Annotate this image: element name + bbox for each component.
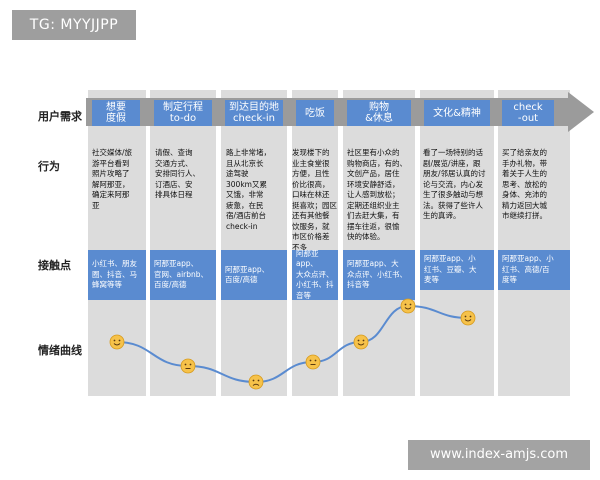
touchpoint-2: 阿那亚app、 官网、airbnb、 百度/高德 (150, 250, 216, 300)
stage-2: 制定行程 to-do (154, 100, 212, 126)
stage-3: 到达目的地 check-in (225, 100, 283, 126)
column-bg-4 (292, 90, 338, 396)
emotion-face-4-icon (305, 354, 321, 370)
behavior-1: 社交媒体/旅 游平台看到 照片攻略了 解阿那亚， 确定来阿那 亚 (92, 148, 133, 210)
touchpoint-5: 阿那亚app、大 众点评、小红书、 抖音等 (343, 250, 415, 300)
column-bg-3 (221, 90, 287, 396)
watermark: www.index-amjs.com (408, 440, 590, 470)
emotion-face-3-icon (248, 374, 264, 390)
stage-5: 购物 &休息 (347, 100, 411, 126)
behavior-4: 发现楼下的 业主食堂很 方便，且性 价比很高， 口味在林还 挺喜欢；园区 还有其… (292, 148, 337, 252)
behavior-3: 路上非常堵， 且从北京长 途驾驶 300km又累 又饿，非常 疲惫，在民 宿/酒… (226, 148, 271, 231)
touchpoint-1: 小红书、朋友 圈、抖音、马 蜂窝等等 (88, 250, 146, 300)
row-label-touchpoint: 接触点 (38, 259, 71, 272)
touchpoint-4: 阿那亚app、 大众点评、 小红书、抖 音等 (292, 249, 338, 300)
row-label-behavior: 行为 (38, 160, 60, 173)
emotion-face-2-icon (180, 358, 196, 374)
behavior-6: 看了一场特别的话 剧/展览/讲座，跟 朋友/邻居认真的讨 论与交流，内心发 生了… (423, 148, 486, 220)
row-label-emotion: 情绪曲线 (38, 344, 82, 357)
touchpoint-3: 阿那亚app、 百度/高德 (221, 250, 287, 300)
column-bg-7 (498, 90, 570, 396)
emotion-face-1-icon (109, 334, 125, 350)
column-bg-6 (420, 90, 494, 396)
behavior-2: 请假、查询 交通方式、 安排同行人、 订酒店、安 排具体日程 (155, 148, 200, 199)
emotion-face-5-icon (353, 334, 369, 350)
stage-7: check -out (502, 100, 554, 126)
stage-1: 想要 度假 (92, 100, 140, 126)
emotion-faces (109, 298, 476, 390)
corner-tag: TG: MYYJJPP (12, 10, 136, 40)
stage-4: 吃饭 (296, 100, 334, 126)
column-bg-2 (150, 90, 216, 396)
emotion-face-6-icon (400, 298, 416, 314)
touchpoint-7: 阿那亚app、小 红书、高德/百 度等 (498, 250, 570, 290)
behavior-5: 社区里有小众的 购物商店，有的、 文创产品，居住 环境安静舒适， 让人感到放松；… (347, 148, 407, 241)
stage-6: 文化&精神 (424, 100, 490, 126)
behavior-7: 买了给亲友的 手办礼物，带 着关于人生的 思考、放松的 身体、充沛的 精力返回大… (502, 148, 547, 220)
row-label-needs: 用户需求 (38, 110, 82, 123)
touchpoint-6: 阿那亚app、小 红书、豆瓣、大 麦等 (420, 250, 494, 290)
emotion-curve (116, 304, 469, 384)
emotion-face-7-icon (460, 310, 476, 326)
